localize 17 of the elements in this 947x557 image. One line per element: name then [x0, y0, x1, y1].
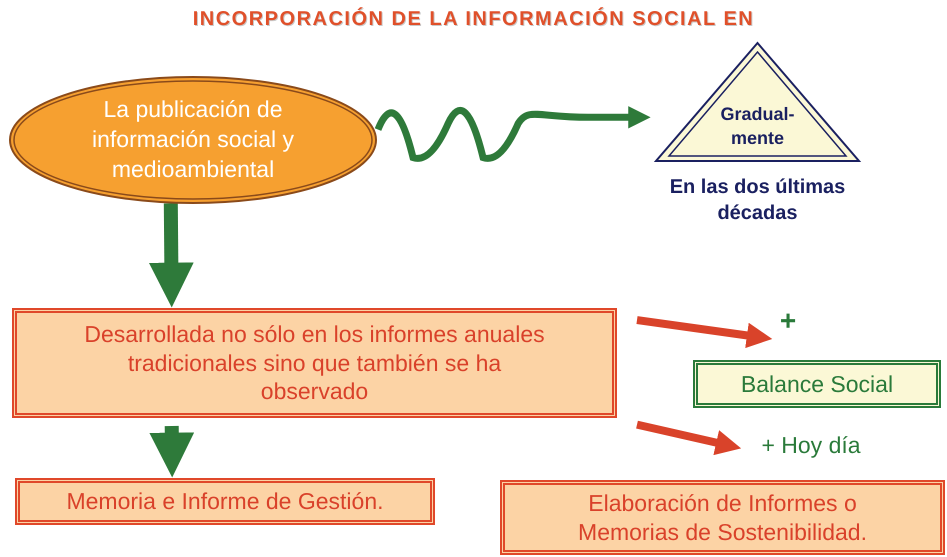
- arrow: [148, 203, 194, 308]
- arrow: [636, 420, 742, 456]
- arrow: [636, 316, 772, 348]
- process-box: Desarrollada no sólo en los informes anuales tradicionales sino que también se ha observado: [12, 308, 617, 418]
- title: INCORPORACIÓN DE LA INFORMACIÓN SOCIAL EN: [192, 8, 756, 31]
- note-text: + Hoy día: [750, 428, 872, 462]
- node-text: Gradual- mente: [719, 103, 796, 150]
- arrow: [149, 426, 194, 478]
- result-box: Balance Social: [693, 360, 941, 408]
- process-box: Elaboración de Informes o Memorias de Sostenibilidad.: [500, 480, 945, 555]
- triangle-node: [655, 42, 860, 162]
- ellipse-node: [8, 75, 378, 205]
- node-text: La publicación de información social y medioambiental: [91, 95, 295, 184]
- note-text: +: [774, 306, 802, 336]
- caption-text: En las dos últimas décadas: [668, 175, 846, 226]
- process-box: Memoria e Informe de Gestión.: [15, 478, 435, 525]
- wavy-arrow: [374, 106, 651, 162]
